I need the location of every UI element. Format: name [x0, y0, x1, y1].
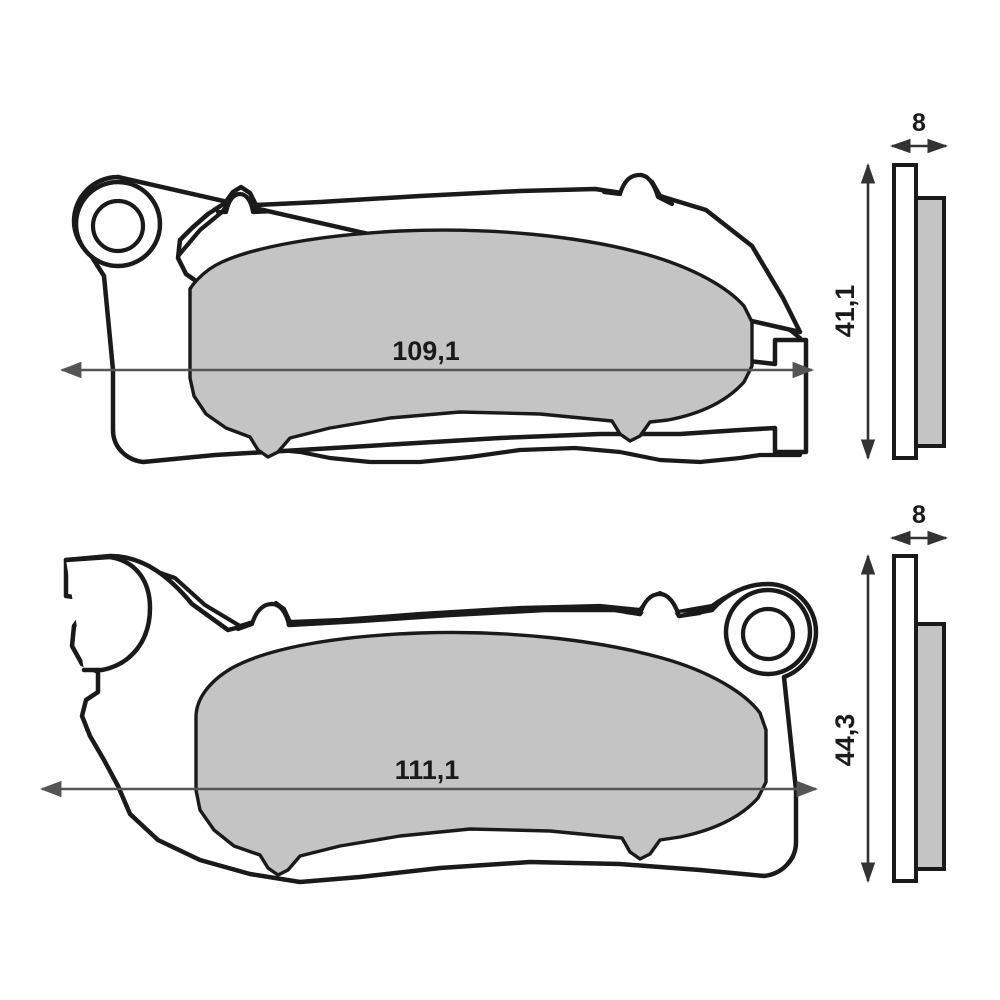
upper-side-thickness-label: 8: [912, 109, 926, 137]
lower-side-height-label: 44,3: [830, 714, 860, 767]
lower-pad-top-bump-right: [623, 591, 703, 619]
lower-pad-left-hook-notch: [63, 554, 153, 673]
lower-side-friction-block: [914, 622, 946, 871]
upper-pad-top-bump-left: [215, 191, 267, 215]
lower-pad-group: 111,1: [39, 553, 819, 885]
upper-side-backing-plate: [892, 163, 918, 460]
lower-side-backing-plate: [892, 554, 918, 883]
lower-pad-eye-hole: [740, 606, 796, 662]
upper-side-friction-block: [914, 196, 946, 448]
upper-side-height-label: 41,1: [830, 285, 860, 338]
lower-pad-top-bump-left: [235, 601, 307, 632]
upper-pad-friction-material: [188, 228, 754, 459]
upper-pad-eye-hole: [90, 198, 146, 254]
lower-side-thickness-label: 8: [912, 501, 926, 529]
upper-pad-length-label: 109,1: [392, 336, 460, 366]
lower-pad-side-view-group: 8 44,3: [830, 501, 949, 884]
lower-pad-friction-material: [194, 630, 768, 877]
upper-pad-top-bump-right: [601, 172, 675, 207]
lower-pad-length-label: 111,1: [395, 755, 460, 785]
upper-pad-side-view-group: 8 41,1: [830, 109, 949, 461]
upper-pad-group: 109,1: [59, 172, 815, 465]
